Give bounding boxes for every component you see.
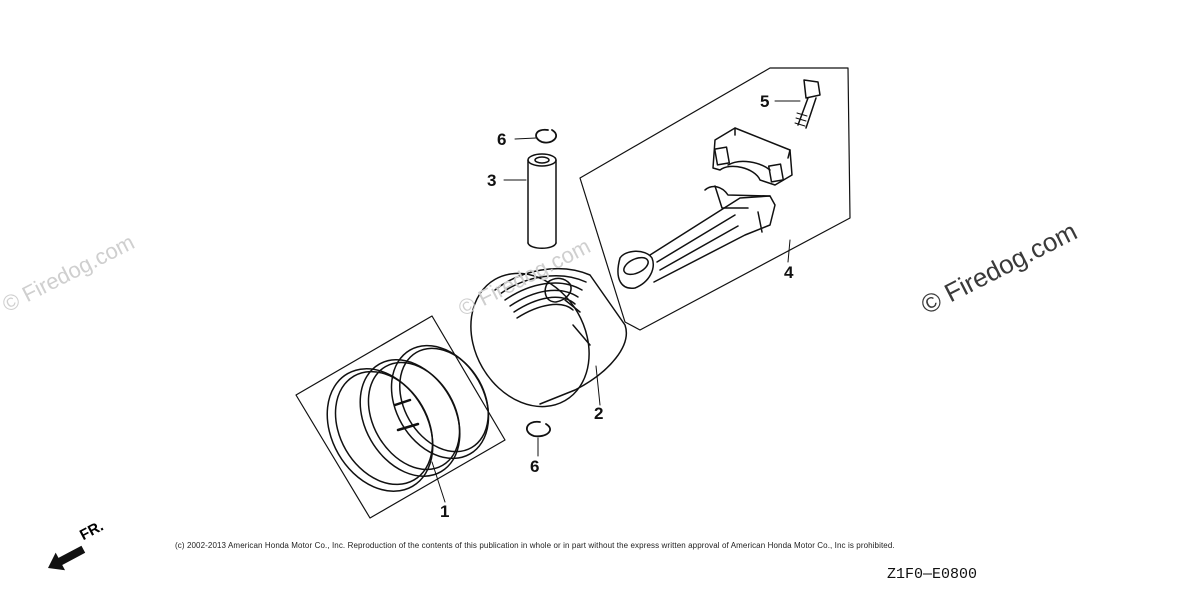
diagram-code: Z1F0—E0800 [887, 566, 978, 583]
copyright-notice: (c) 2002-2013 American Honda Motor Co., … [175, 541, 895, 550]
leader-1 [431, 461, 446, 503]
leader-6-top [514, 137, 537, 140]
callout-connecting-rod: 4 [784, 263, 794, 282]
ring-set-frame [295, 315, 506, 519]
piston [470, 267, 627, 408]
connecting-rod-frame [579, 67, 851, 331]
callout-piston-pin: 3 [487, 171, 497, 190]
rod-cap [712, 127, 793, 186]
pin-clip-top [535, 128, 557, 144]
piston-ring-set [326, 344, 490, 492]
leader-2 [595, 365, 601, 406]
leader-4 [787, 239, 791, 263]
callout-rod-bolt: 5 [760, 92, 770, 111]
callout-piston: 2 [594, 404, 604, 423]
callout-pin-clip-bottom: 6 [530, 457, 540, 476]
rod-bolt [794, 79, 821, 129]
callout-piston-ring-set: 1 [440, 502, 450, 521]
pin-clip-bottom [526, 420, 551, 438]
callout-pin-clip-top: 6 [497, 130, 507, 149]
connecting-rod [617, 185, 776, 289]
front-direction-arrow-icon [48, 545, 86, 571]
piston-pin [527, 153, 557, 249]
